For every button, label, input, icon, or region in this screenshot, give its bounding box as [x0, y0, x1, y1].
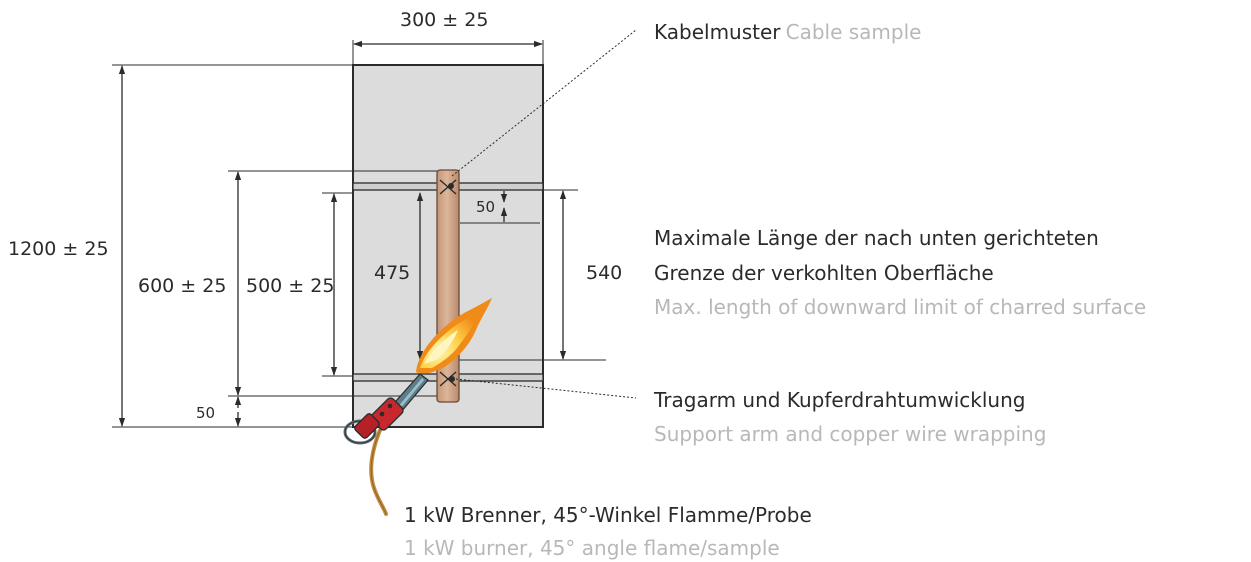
burner-icon: [343, 373, 429, 445]
wrap-dot-bottom: [449, 376, 455, 382]
dim-label-475: 475: [374, 262, 411, 284]
dim-label-panel-width: 300 ± 25: [400, 9, 489, 31]
dim-label-top-50: 50: [476, 198, 496, 216]
label-burner-en: 1 kW burner, 45° angle flame/sample: [404, 536, 780, 560]
leader-lines: [451, 29, 637, 399]
flame: [416, 298, 492, 374]
dim-label-500: 500 ± 25: [246, 275, 335, 297]
label-max-length-de-line2: Grenze der verkohlten Oberfläche: [654, 261, 994, 285]
label-cable-sample: Kabelmuster Cable sample: [654, 22, 921, 42]
label-cable-sample-de: Kabelmuster: [654, 20, 781, 44]
dim-label-540: 540: [586, 262, 623, 284]
copper-wire-wrapping: [439, 179, 457, 387]
label-support-arm-en: Support arm and copper wire wrapping: [654, 422, 1047, 446]
leader-cable-sample: [451, 29, 637, 177]
label-burner-de: 1 kW Brenner, 45°-Winkel Flamme/Probe: [404, 503, 812, 527]
wrap-dot-top: [448, 183, 454, 189]
label-max-length-en: Max. length of downward limit of charred…: [654, 295, 1147, 319]
dimension-lines: [118, 40, 567, 427]
label-support-arm-de: Tragarm und Kupferdrahtumwicklung: [654, 388, 1026, 412]
dim-label-panel-height: 1200 ± 25: [8, 238, 109, 260]
label-max-length-de-line1: Maximale Länge der nach unten gerichtete…: [654, 226, 1099, 250]
dim-label-bottom-50: 50: [196, 404, 216, 422]
dim-label-600: 600 ± 25: [138, 275, 227, 297]
burner-hose: [369, 428, 388, 516]
label-cable-sample-en: Cable sample: [785, 20, 922, 44]
